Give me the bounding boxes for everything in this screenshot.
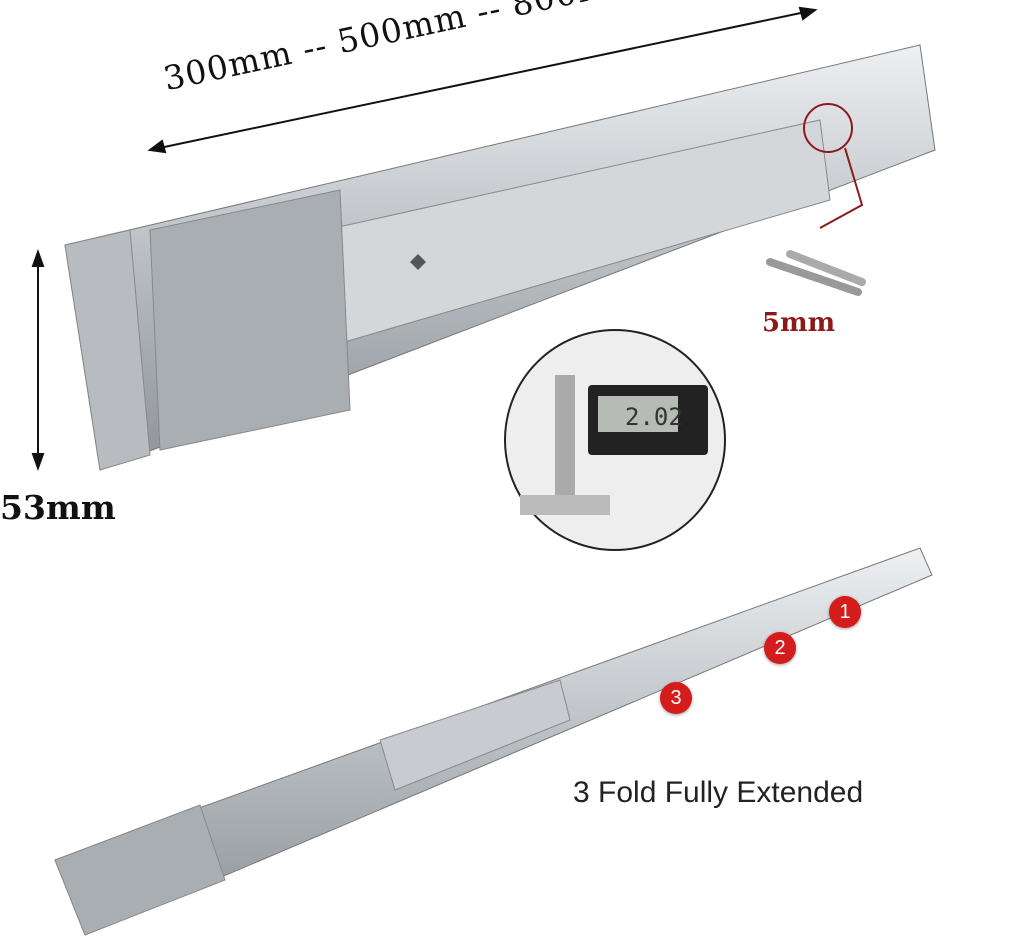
caliper-photo xyxy=(504,329,726,551)
caption: 3 Fold Fully Extended xyxy=(573,776,864,809)
badge-3: 3 xyxy=(660,682,692,714)
height-arrow xyxy=(31,249,45,471)
screw-callout xyxy=(803,103,864,229)
drawer-slide-closed xyxy=(64,44,936,471)
screw-size-label: 5mm xyxy=(762,308,836,338)
badge-1: 1 xyxy=(829,596,861,628)
screw-icon xyxy=(766,250,866,296)
height-label: 53mm xyxy=(0,488,116,527)
badge-2: 2 xyxy=(764,632,796,664)
drawer-slide-extended xyxy=(54,547,933,936)
length-arrow xyxy=(147,6,818,154)
caliper-reading: 2.02 xyxy=(625,403,683,431)
